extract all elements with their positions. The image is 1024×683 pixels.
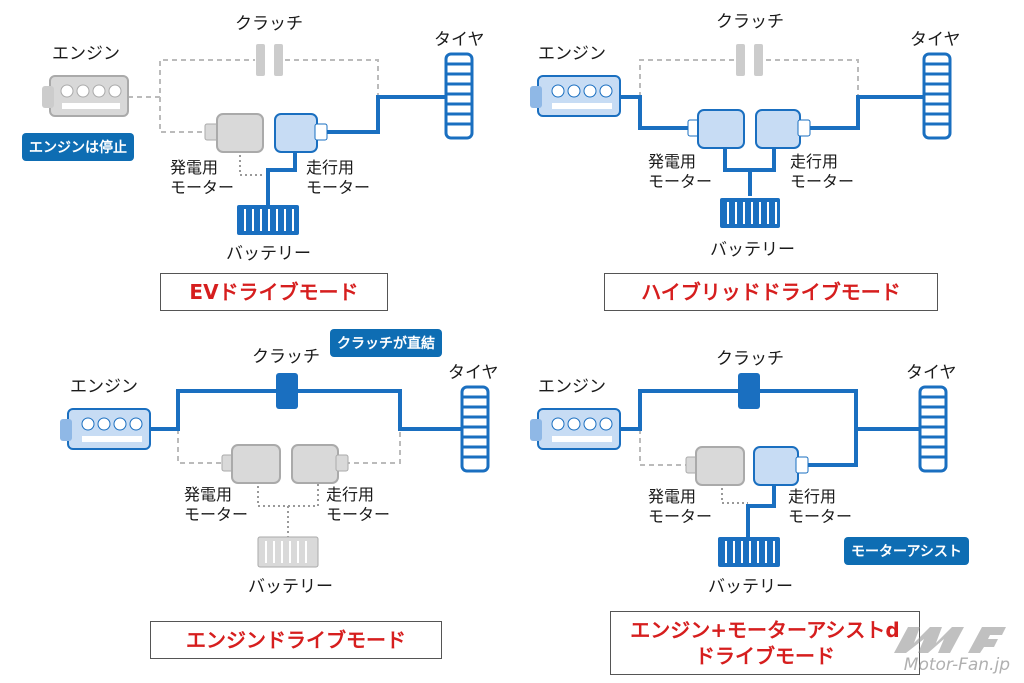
engine-icon (60, 408, 151, 450)
hybrid-mode-diagram (530, 44, 952, 228)
clutch-loop-inactive (639, 59, 859, 97)
motor-assist-badge: モーターアシスト (844, 537, 969, 565)
mode-title: EVドライブモード (160, 273, 388, 311)
generator-motor-icon (687, 109, 745, 149)
motor-battery-links-inactive (257, 481, 319, 537)
generator-motor-label: 発電用 モーター (184, 485, 249, 524)
mode-title: ハイブリッドドライブモード (604, 273, 938, 311)
gen-battery-link-inactive (721, 483, 748, 504)
motor-battery-links (723, 146, 776, 196)
engine-label: エンジン (70, 377, 138, 397)
ev-mode-diagram (42, 44, 474, 235)
generator-motor-label: 発電用 モーター (648, 152, 713, 191)
engine-label: エンジン (538, 44, 606, 64)
generator-loop-inactive (639, 429, 688, 466)
gen-battery-link-inactive (239, 150, 265, 176)
panel-engine-motor-assist-mode: クラッチ エンジン タイヤ 発電用 モーター 走行用 モーター バッテリー モー… (512, 341, 1024, 682)
assist-mode-diagram (530, 373, 948, 567)
engine-icon-inactive (42, 75, 129, 117)
generator-motor-icon-inactive (685, 446, 745, 486)
panel-engine-drive-mode: クラッチ エンジン タイヤ 発電用 モーター 走行用 モーター バッテリー クラ… (0, 329, 512, 682)
tire-label: タイヤ (906, 363, 957, 383)
clutch-icon-inactive (256, 44, 283, 76)
engine-label: エンジン (538, 377, 606, 397)
clutch-label: クラッチ (235, 14, 303, 34)
clutch-label: クラッチ (716, 349, 784, 369)
generator-motor-label: 発電用 モーター (170, 158, 235, 197)
clutch-engaged-badge: クラッチが直結 (330, 329, 442, 357)
clutch-icon-inactive (736, 44, 763, 76)
battery-label: バッテリー (226, 244, 311, 264)
drive-motor-label: 走行用 モーター (790, 152, 855, 191)
battery-icon (718, 537, 780, 567)
battery-icon (720, 198, 780, 228)
drive-motor-icon (753, 446, 809, 486)
engine-stopped-badge: エンジンは停止 (22, 133, 134, 161)
clutch-icon-engaged (738, 373, 760, 409)
engine-mode-diagram (60, 373, 490, 568)
battery-label: バッテリー (710, 240, 795, 260)
engine-to-clutch-link-inactive (128, 59, 255, 98)
drive-motor-label: 走行用 モーター (326, 485, 391, 524)
engine-label: エンジン (52, 44, 120, 64)
battery-to-drive-motor-link (266, 150, 297, 205)
panel-ev-drive-mode: クラッチ エンジン タイヤ 発電用 モーター 走行用 モーター バッテリー エン… (0, 0, 512, 341)
battery-to-drive-motor-link (746, 483, 776, 537)
drive-motor-to-tire-link (808, 429, 858, 467)
clutch-to-tire-link-inactive (285, 59, 379, 97)
engine-icon (530, 75, 621, 117)
generator-motor-icon-inactive (204, 113, 264, 153)
tire-icon (460, 385, 490, 473)
engine-icon (530, 408, 621, 450)
drive-motor-icon (274, 113, 328, 153)
drive-motor-label: 走行用 モーター (306, 158, 371, 197)
mode-title: エンジンドライブモード (150, 621, 442, 659)
panel-hybrid-drive-mode: クラッチ エンジン タイヤ 発電用 モーター 走行用 モーター バッテリー ハイ… (512, 0, 1024, 341)
mode-title: エンジン+モーターアシストd ドライブモード (610, 611, 920, 675)
tire-icon (918, 385, 948, 473)
engine-clutch-tire-link (150, 389, 462, 431)
drive-motor-icon-inactive (291, 444, 349, 484)
clutch-icon-engaged (276, 373, 298, 409)
tire-label: タイヤ (910, 30, 961, 50)
clutch-label: クラッチ (252, 347, 320, 367)
motor-loop-inactive (177, 429, 401, 464)
clutch-label: クラッチ (716, 12, 784, 32)
drive-motor-icon (755, 109, 811, 149)
watermark-text: Motor-Fan.jp (903, 655, 1010, 675)
battery-label: バッテリー (708, 577, 793, 597)
tire-label: タイヤ (434, 30, 485, 50)
battery-label: バッテリー (248, 577, 333, 597)
engine-clutch-tire-link (620, 389, 920, 431)
engine-to-generator-link (620, 95, 688, 130)
battery-icon (237, 205, 299, 235)
battery-icon-inactive (257, 536, 319, 568)
tire-icon (444, 52, 474, 140)
tire-label: タイヤ (448, 363, 499, 383)
drive-motor-label: 走行用 モーター (788, 487, 853, 526)
drive-motor-to-tire-link (808, 95, 924, 130)
generator-motor-label: 発電用 モーター (648, 487, 713, 526)
generator-motor-icon-inactive (221, 444, 281, 484)
motor-fan-logo (894, 627, 1006, 653)
tire-icon (922, 52, 952, 140)
drive-motor-to-tire-link (320, 95, 446, 134)
gen-motor-shaft-inactive (159, 97, 205, 133)
